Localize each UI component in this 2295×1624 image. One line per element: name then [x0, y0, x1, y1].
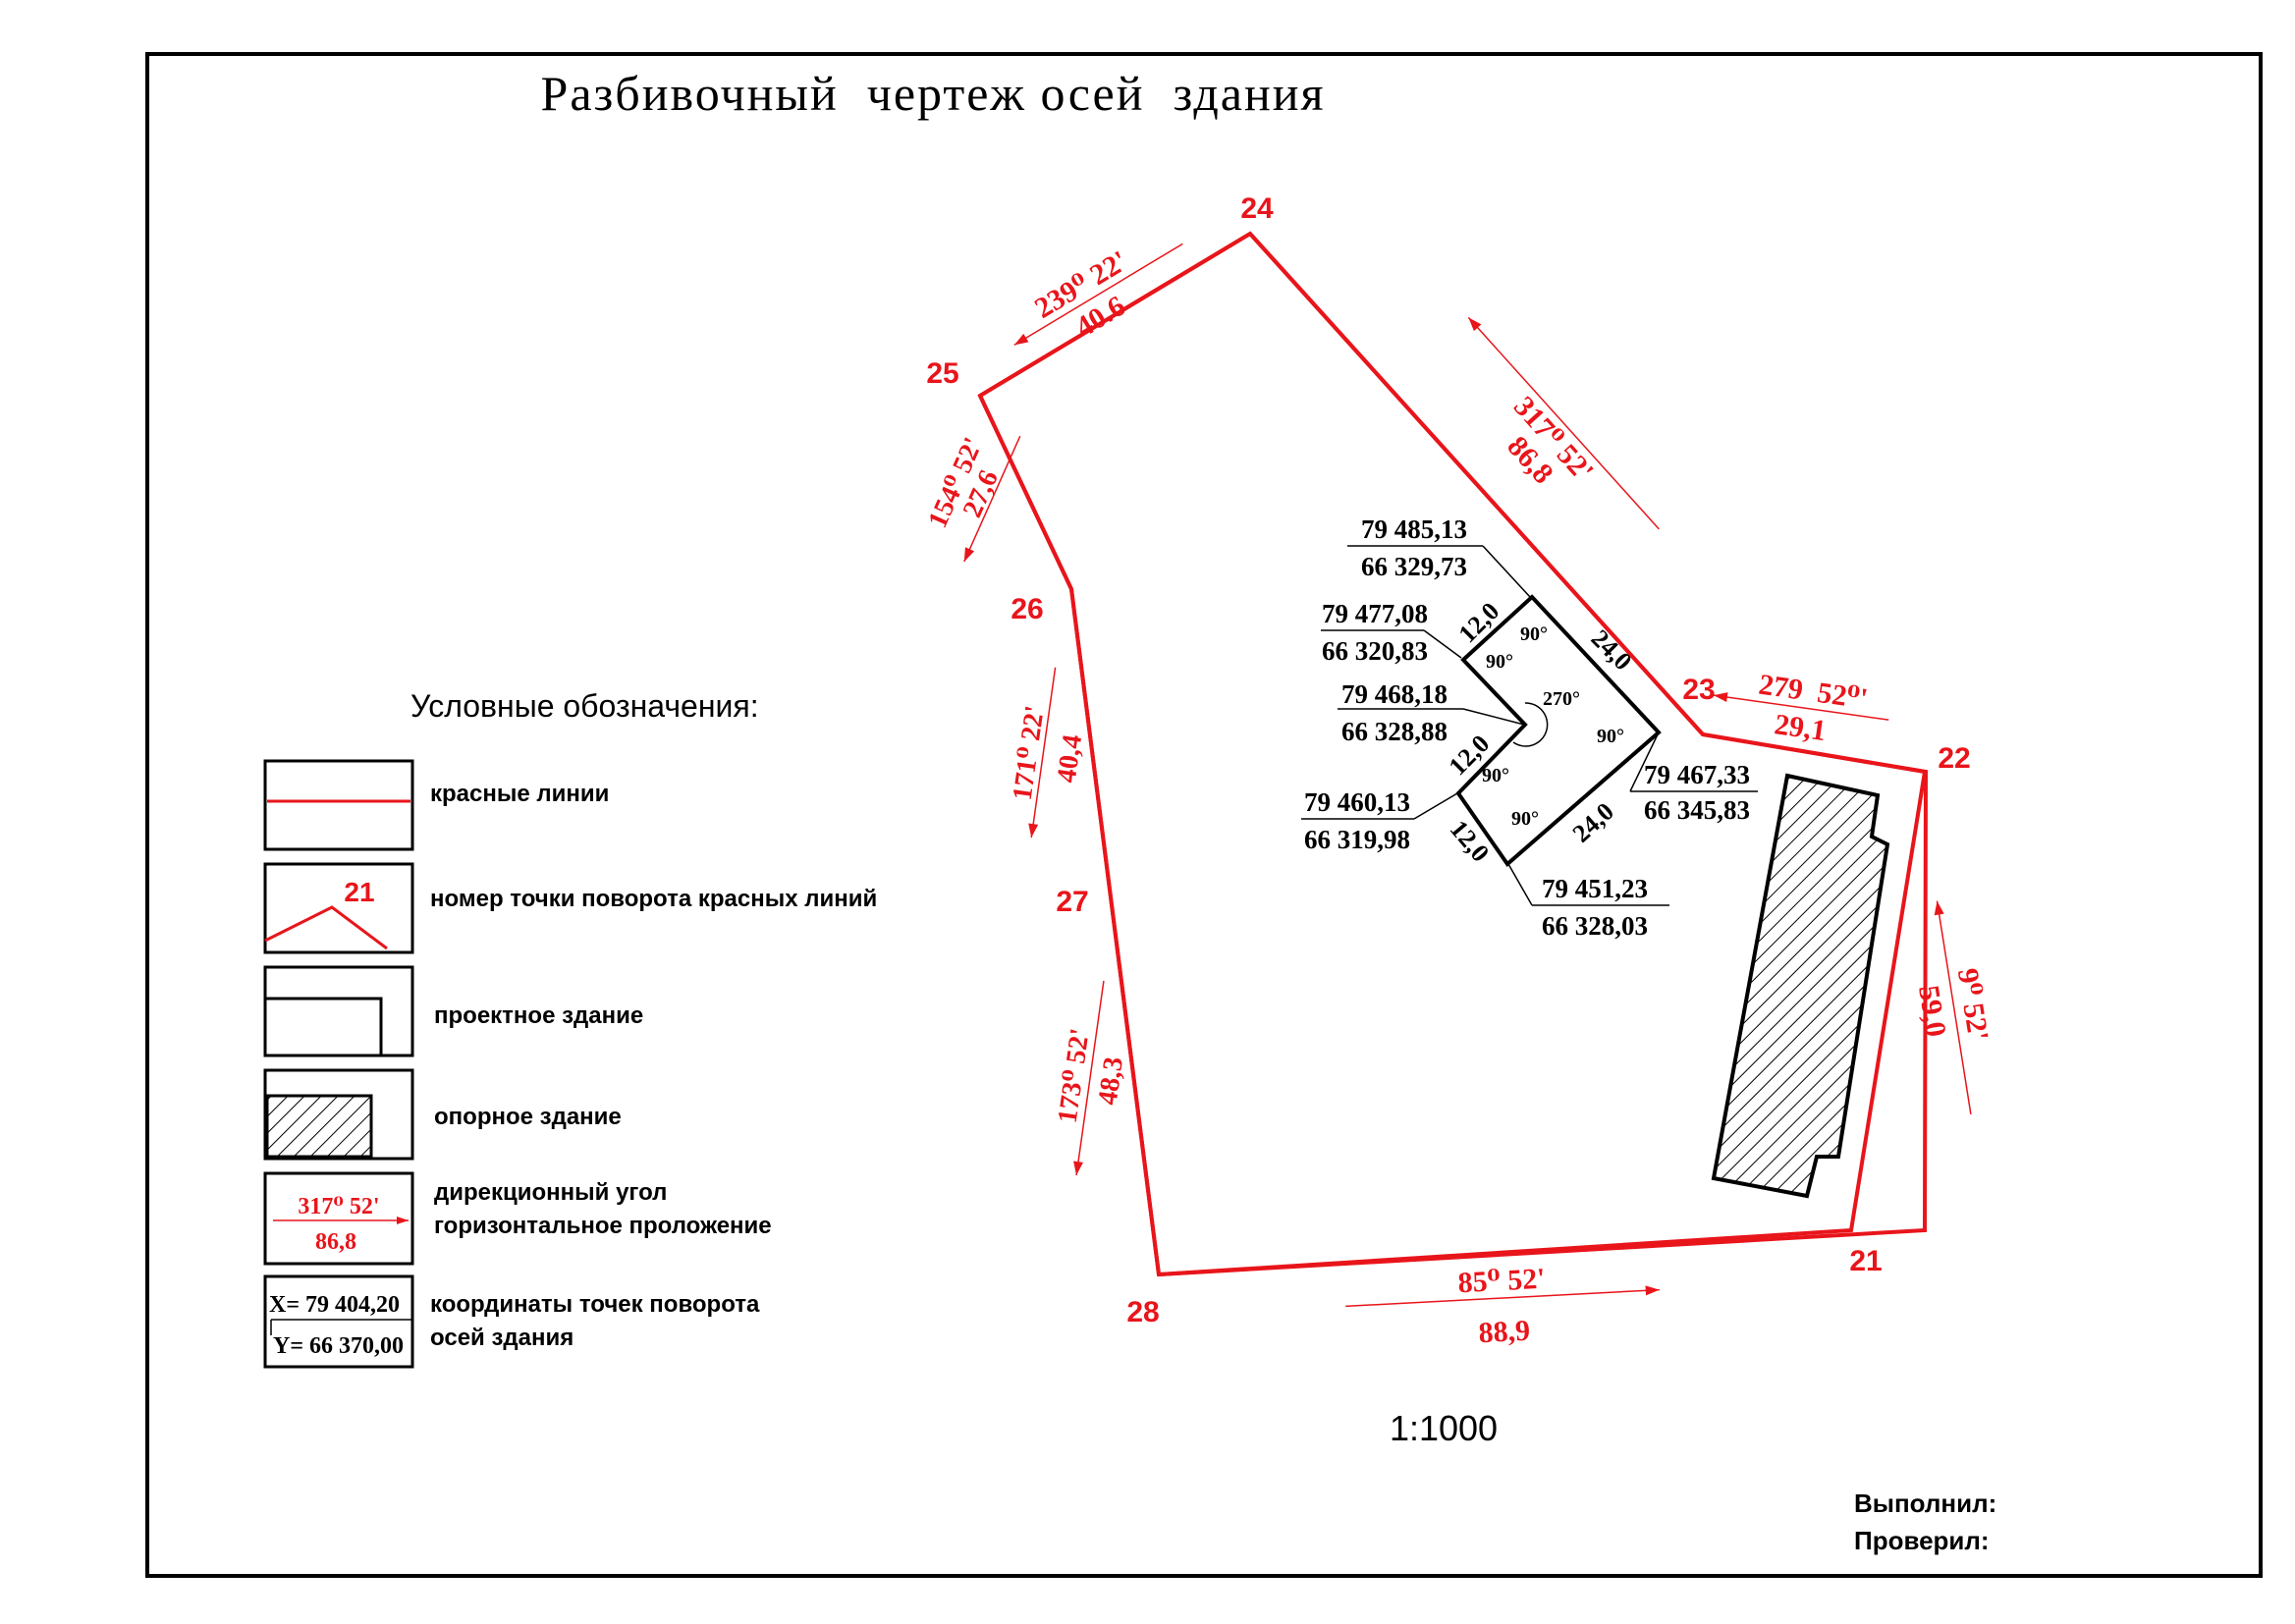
legend-item-red-lines: красные линии — [263, 759, 609, 851]
coord-callout-5: 79 467,33 66 345,83 — [1629, 733, 1758, 825]
legend-item-turn-point: 21 номер точки поворота красных линий — [263, 862, 877, 954]
svg-text:21: 21 — [344, 877, 374, 907]
point-number-24: 24 — [1240, 192, 1274, 225]
svg-text:24,0: 24,0 — [1586, 624, 1638, 677]
point-number-22: 22 — [1938, 742, 1970, 775]
project-building — [1455, 594, 1662, 867]
building-angle-5: 90° — [1482, 765, 1509, 786]
svg-text:12,0: 12,0 — [1453, 597, 1505, 649]
svg-text:опорное здание: опорное здание — [434, 1104, 622, 1130]
svg-text:79 467,33: 79 467,33 — [1644, 760, 1750, 789]
coord-callout-3: 79 468,18 66 328,88 — [1338, 679, 1525, 746]
reference-building — [1711, 773, 1890, 1199]
building-dim-4: 12,0 — [1445, 815, 1495, 867]
building-dim-2: 24,0 — [1586, 624, 1638, 677]
checked-by-label: Проверил: — [1854, 1526, 1990, 1555]
point-number-25: 25 — [926, 357, 958, 390]
segment-22-23-length: 29,1 — [1773, 708, 1829, 747]
red-lines-boundary-fix — [977, 231, 1928, 1276]
drawing-title: Разбивочный чертеж осей здания — [541, 66, 1326, 121]
svg-text:79 485,13: 79 485,13 — [1361, 514, 1467, 544]
svg-text:66 320,83: 66 320,83 — [1322, 636, 1428, 666]
building-angle-2: 90° — [1486, 651, 1513, 673]
legend-item-project-building: проектное здание — [263, 965, 643, 1057]
performed-by-label: Выполнил: — [1854, 1489, 1996, 1518]
project-building-icon — [263, 965, 414, 1057]
svg-text:номер точки поворота красных л: номер точки поворота красных линий — [430, 886, 877, 912]
svg-text:79 451,23: 79 451,23 — [1542, 874, 1648, 903]
svg-text:координаты точек поворота: координаты точек поворота — [430, 1291, 760, 1318]
segment-28-21-length: 88,9 — [1478, 1315, 1531, 1350]
building-angle-1: 90° — [1520, 623, 1548, 645]
segment-22-23-angle: 279 52⁰' — [1757, 669, 1870, 716]
svg-text:79 477,08: 79 477,08 — [1322, 599, 1428, 628]
segment-24-25-label: 239⁰ 22' 40.6 — [1013, 243, 1183, 346]
red-line-icon — [263, 759, 414, 851]
segment-28-21-label: 85⁰ 52' 88,9 — [1345, 1263, 1660, 1350]
svg-text:Y= 66 370,00: Y= 66 370,00 — [273, 1333, 404, 1359]
svg-text:66 345,83: 66 345,83 — [1644, 795, 1750, 825]
segment-25-26-label: 154⁰ 52' 27,6 — [922, 433, 1021, 563]
point-number-21: 21 — [1849, 1245, 1882, 1277]
svg-text:горизонтальное проложение: горизонтальное проложение — [434, 1213, 772, 1239]
point-number-23: 23 — [1682, 674, 1715, 706]
svg-text:осей здания: осей здания — [430, 1325, 574, 1351]
legend-item-coordinates: X= 79 404,20 Y= 66 370,00 координаты точ… — [263, 1274, 760, 1369]
svg-text:86,8: 86,8 — [315, 1229, 356, 1255]
coord-callout-4: 79 460,13 66 319,98 — [1301, 787, 1458, 854]
svg-text:79 468,18: 79 468,18 — [1341, 679, 1448, 709]
point-number-28: 28 — [1126, 1296, 1159, 1328]
segment-21-22-label: 59,0 9⁰ 52' — [1912, 900, 1994, 1115]
coordinates-icon — [263, 1274, 414, 1369]
coord-callout-1: 79 485,13 66 329,73 — [1347, 514, 1531, 598]
segment-26-27-length: 40,4 — [1052, 732, 1089, 785]
svg-text:дирекционный угол: дирекционный угол — [434, 1179, 667, 1206]
svg-text:X= 79 404,20: X= 79 404,20 — [269, 1292, 400, 1318]
segment-27-28-angle: 173⁰ 52' — [1053, 1026, 1096, 1124]
svg-text:проектное здание: проектное здание — [434, 1002, 643, 1029]
point-number-27: 27 — [1056, 886, 1088, 918]
svg-text:66 329,73: 66 329,73 — [1361, 552, 1467, 581]
segment-28-21-angle: 85⁰ 52' — [1457, 1263, 1547, 1300]
drawing-frame — [145, 52, 2263, 1578]
segment-26-27-angle: 171⁰ 22' — [1008, 704, 1051, 802]
svg-text:красные линии: красные линии — [430, 781, 609, 807]
svg-text:66 319,98: 66 319,98 — [1304, 825, 1410, 854]
reference-building-icon — [263, 1068, 414, 1161]
svg-text:317⁰ 52': 317⁰ 52' — [298, 1194, 379, 1219]
point-number-26: 26 — [1011, 593, 1043, 625]
svg-text:12,0: 12,0 — [1445, 815, 1495, 867]
turn-point-icon — [263, 862, 414, 954]
coord-callout-2: 79 477,08 66 320,83 — [1321, 599, 1462, 666]
svg-text:79 460,13: 79 460,13 — [1304, 787, 1410, 817]
scale-label: 1:1000 — [1390, 1408, 1498, 1448]
segment-27-28-length: 48,3 — [1093, 1056, 1130, 1108]
building-dim-1: 12,0 — [1453, 597, 1505, 649]
coord-callout-6: 79 451,23 66 328,03 — [1507, 863, 1669, 941]
legend-item-reference-building: опорное здание — [263, 1068, 622, 1161]
legend-title: Условные обозначения: — [410, 688, 759, 724]
legend-item-bearing: 317⁰ 52' 86,8 дирекционный угол горизонт… — [263, 1171, 772, 1266]
svg-text:66 328,03: 66 328,03 — [1542, 911, 1648, 941]
building-angle-3: 270° — [1543, 688, 1580, 710]
segment-21-22-length: 59,0 — [1912, 983, 1952, 1039]
svg-text:66 328,88: 66 328,88 — [1341, 717, 1448, 746]
inner-angle-arc — [1512, 702, 1549, 747]
building-angle-4: 90° — [1597, 726, 1624, 747]
bearing-icon — [263, 1171, 414, 1266]
building-angle-6: 90° — [1511, 808, 1539, 830]
